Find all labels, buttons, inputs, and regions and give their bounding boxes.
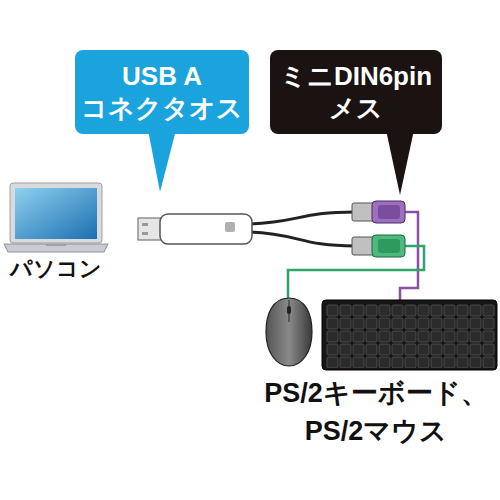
device-label: PS/2キーボード、 PS/2マウス <box>256 374 496 450</box>
callout-pointer <box>148 130 176 192</box>
mouse-icon <box>266 298 312 366</box>
callout-text: USB A コネクタオス <box>79 60 245 124</box>
callout-box: ミニDIN6pin メス <box>270 50 442 134</box>
laptop-icon <box>4 183 108 252</box>
device-label: パソコン <box>4 256 108 282</box>
callout-box: USB A コネクタオス <box>75 50 249 134</box>
callout-text: ミニDIN6pin メス <box>274 60 438 124</box>
usb-ps2-cable <box>138 201 405 257</box>
keyboard-icon <box>322 300 497 370</box>
callout-pointer <box>386 130 414 195</box>
